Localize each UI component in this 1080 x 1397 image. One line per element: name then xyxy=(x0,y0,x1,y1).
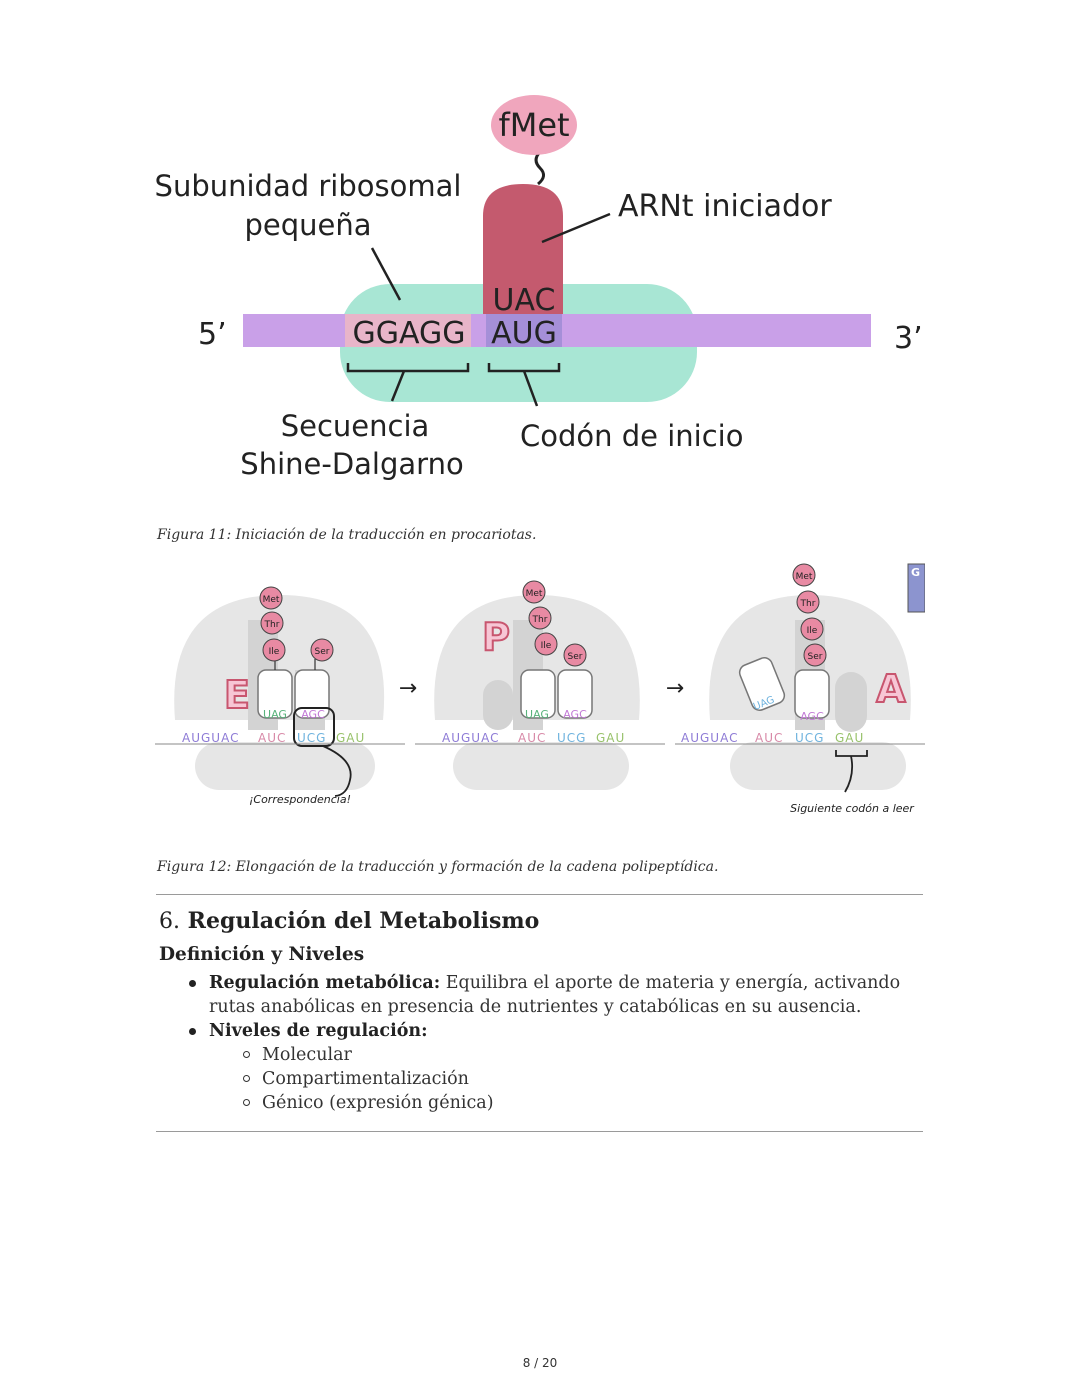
section-divider-bottom xyxy=(156,1131,923,1132)
aa-thr-3: Thr xyxy=(800,599,816,609)
initiator-trna xyxy=(483,184,563,314)
fmet-bubble xyxy=(491,95,577,155)
bullet-term: Niveles de regulación: xyxy=(209,1021,428,1041)
aa-ser-1: Ser xyxy=(315,647,330,657)
match-annotation: ¡Correspondencia! xyxy=(249,793,351,806)
fmet-tether xyxy=(534,150,545,186)
shine-dalgarno-sequence: GGAGG xyxy=(353,316,466,351)
aa-thr-2: Thr xyxy=(532,615,548,625)
cropped-corner-tile xyxy=(907,563,925,613)
sd-label-line1: Secuencia xyxy=(281,409,430,443)
a-site-label: A xyxy=(876,667,906,711)
aa-met-2: Met xyxy=(526,589,543,599)
elongation-panel-1: Met Thr Ile Ser E UAG AGC AUGUAC AUC UCG… xyxy=(155,586,405,806)
sub-list-item: Génico (expresión génica) xyxy=(243,1091,919,1115)
subsection-heading: Definición y Niveles xyxy=(159,944,365,965)
mrna-seq-p1-part2: AUC xyxy=(258,731,286,745)
corner-letter: G xyxy=(911,566,920,579)
arrow-1: → xyxy=(399,676,417,701)
small-subunit-pointer xyxy=(370,247,402,301)
sd-label-line2: Shine-Dalgarno xyxy=(240,447,463,481)
page-number: 8 / 20 xyxy=(522,1356,558,1370)
aa-met-3: Met xyxy=(796,572,813,582)
anticodon-2b: AGC xyxy=(563,708,587,721)
mrna-seq-p1-part3: UCG xyxy=(297,731,326,745)
five-prime-label: 5’ xyxy=(198,317,227,352)
small-subunit-label-line2: pequeña xyxy=(244,208,371,242)
arrow-2: → xyxy=(666,676,684,701)
bullet-list: Regulación metabólica: Equilibra el apor… xyxy=(189,971,919,1115)
mrna-seq-p2-part3: UCG xyxy=(557,731,586,745)
list-item: Niveles de regulación: xyxy=(189,1019,919,1043)
fmet-label: fMet xyxy=(498,106,569,144)
figure-11-caption: Figura 11: Iniciación de la traducción e… xyxy=(157,527,537,543)
match-pointer xyxy=(322,745,352,797)
figure-12-translation-elongation: Met Thr Ile Ser E UAG AGC AUGUAC AUC UCG… xyxy=(155,563,925,815)
e-site-label: E xyxy=(224,673,250,717)
aa-thr-1: Thr xyxy=(264,620,280,630)
aa-met-1: Met xyxy=(263,595,280,605)
small-subunit-label-line1: Subunidad ribosomal xyxy=(155,169,462,203)
three-prime-label: 3’ xyxy=(894,321,923,356)
section-number: 6. xyxy=(159,909,180,934)
mrna-seq-p3-part4: GAU xyxy=(835,731,864,745)
section-heading: 6. Regulación del Metabolismo xyxy=(159,908,539,934)
mrna-seq-p3-part2: AUC xyxy=(755,731,783,745)
start-codon-bracket-pointer xyxy=(522,370,539,407)
sub-list-item: Compartimentalización xyxy=(243,1067,919,1091)
next-codon-pointer xyxy=(844,755,854,793)
bullet-text: Equilibra el aporte de materia y energía… xyxy=(209,973,901,1017)
bullet-term: Regulación metabólica: xyxy=(209,973,441,993)
trna-pointer xyxy=(541,212,611,244)
anticodon-3b: AGC xyxy=(800,710,824,723)
start-codon-sequence: AUG xyxy=(491,316,557,351)
aa-ile-1: Ile xyxy=(269,647,280,657)
start-codon-label: Codón de inicio xyxy=(520,419,743,453)
mrna-seq-p2-part1: AUGUAC xyxy=(442,731,499,745)
aa-ile-2: Ile xyxy=(541,641,552,651)
aa-ser-3: Ser xyxy=(808,652,823,662)
anticodon-2a: UAG xyxy=(525,708,549,721)
elongation-panel-2: Met Thr Ile Ser P UAG AGC AUGUAC AUC UCG… xyxy=(415,580,665,790)
mrna-seq-p2-part4: GAU xyxy=(596,731,625,745)
p-site-label: P xyxy=(482,615,510,659)
anticodon-1a: UAG xyxy=(263,708,287,721)
trna-label: ARNt iniciador xyxy=(618,189,832,224)
section-divider-top xyxy=(156,894,923,895)
section-title: Regulación del Metabolismo xyxy=(187,908,540,934)
sd-bracket-pointer xyxy=(390,370,406,402)
mrna-seq-p3-part1: AUGUAC xyxy=(681,731,738,745)
elongation-panel-3: Met Thr Ile Ser A UAG AGC AUGUAC AUC UCG… xyxy=(675,563,925,815)
sub-list-item: Molecular xyxy=(243,1043,919,1067)
figure-12-caption: Figura 12: Elongación de la traducción y… xyxy=(157,859,719,875)
aa-ile-3: Ile xyxy=(807,626,818,636)
mrna-seq-p1-part1: AUGUAC xyxy=(182,731,239,745)
list-item: Regulación metabólica: Equilibra el apor… xyxy=(189,971,919,1019)
mrna-seq-p3-part3: UCG xyxy=(795,731,824,745)
next-codon-annotation: Siguiente codón a leer xyxy=(790,802,915,815)
start-codon-highlight xyxy=(486,314,562,347)
anticodon-1b: AGC xyxy=(301,708,325,721)
match-box xyxy=(293,707,335,747)
shine-dalgarno-highlight xyxy=(345,314,471,347)
mrna-seq-p1-part4: GAU xyxy=(336,731,365,745)
anticodon-label: UAC xyxy=(493,283,556,318)
aa-ser-2: Ser xyxy=(568,652,583,662)
figure-11-translation-initiation: fMet Subunidad ribosomal pequeña ARNt in… xyxy=(155,95,923,481)
mrna-seq-p2-part2: AUC xyxy=(518,731,546,745)
sd-bracket xyxy=(346,363,470,373)
